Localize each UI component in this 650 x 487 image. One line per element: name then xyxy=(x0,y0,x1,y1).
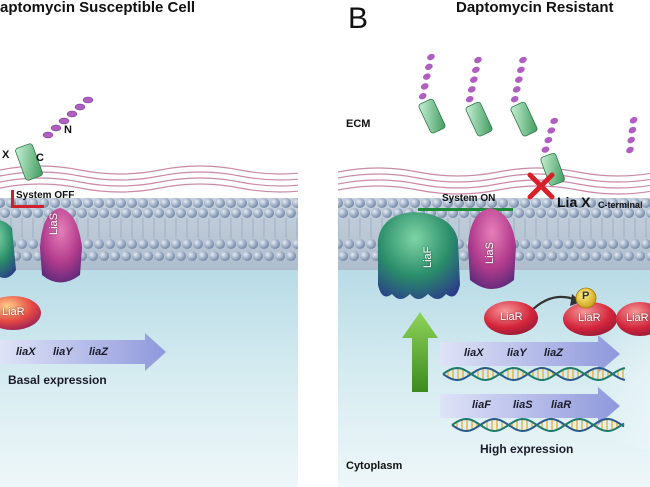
gene-arrow-b1 xyxy=(440,335,620,373)
phosphate-label: P xyxy=(582,290,590,302)
panel-b-letter: B xyxy=(348,2,369,35)
lias-label-a: LiaS xyxy=(48,212,60,235)
gene-lias-b: liaS xyxy=(513,399,533,411)
gene-liar-b: liaR xyxy=(551,399,572,411)
cross-mark-icon xyxy=(527,172,555,200)
n-terminal-label-a: N xyxy=(64,124,72,136)
panel-b-title: Daptomycin Resistant xyxy=(456,0,614,16)
system-on-indicator xyxy=(418,208,513,211)
gene-arrow-b2 xyxy=(440,387,620,425)
ecm-label: ECM xyxy=(346,118,371,130)
liar-label-b2: LiaR xyxy=(578,312,601,324)
cytoplasm-label: Cytoplasm xyxy=(346,460,403,472)
liax-protein-a xyxy=(15,96,94,181)
panel-a-title: aptomycin Susceptible Cell xyxy=(0,0,196,16)
activation-arrow xyxy=(402,312,438,392)
high-expression-label: High expression xyxy=(480,442,574,456)
liax-peptides-ecm xyxy=(418,53,638,186)
liar-protein-a xyxy=(0,296,41,330)
system-on-label: System ON xyxy=(442,193,496,204)
panel-a xyxy=(0,96,298,487)
gene-liaz-a: liaZ xyxy=(89,346,108,358)
gene-liaz-b: liaZ xyxy=(544,347,563,359)
liar-label-b3: LiaR xyxy=(626,312,649,324)
system-off-indicator xyxy=(11,190,44,208)
gene-liaf-b: liaF xyxy=(472,399,491,411)
basal-expression-label: Basal expression xyxy=(8,373,107,387)
panel-b xyxy=(338,53,650,487)
gene-liay-a: liaY xyxy=(53,346,73,358)
c-terminal-label-a: C xyxy=(36,152,44,164)
dna-helix-1 xyxy=(442,366,626,382)
liar-protein-b2 xyxy=(563,302,617,336)
liar-label-b1: LiaR xyxy=(500,311,523,323)
gene-liay-b: liaY xyxy=(507,347,527,359)
lias-label-b: LiaS xyxy=(484,241,496,264)
lias-protein-b xyxy=(468,208,516,289)
phosphate-icon xyxy=(575,287,597,309)
lias-protein-a xyxy=(40,208,82,283)
gene-arrow-a xyxy=(0,333,166,371)
liar-protein-b3 xyxy=(616,302,650,336)
dna-helix-2 xyxy=(451,417,625,433)
liar-label-a: LiaR xyxy=(2,306,25,318)
c-terminal-label-b: C-terminal xyxy=(598,200,643,210)
gene-liax-a: liaX xyxy=(16,346,36,358)
liar-protein-b1 xyxy=(484,301,538,335)
system-off-label: System OFF xyxy=(16,190,75,201)
liax-label-a: X xyxy=(2,149,10,161)
gene-liax-b: liaX xyxy=(464,347,484,359)
liaf-label-b: LiaF xyxy=(422,246,434,268)
liaf-protein-b xyxy=(378,212,460,299)
liax-label-b: Lia X xyxy=(557,194,591,210)
